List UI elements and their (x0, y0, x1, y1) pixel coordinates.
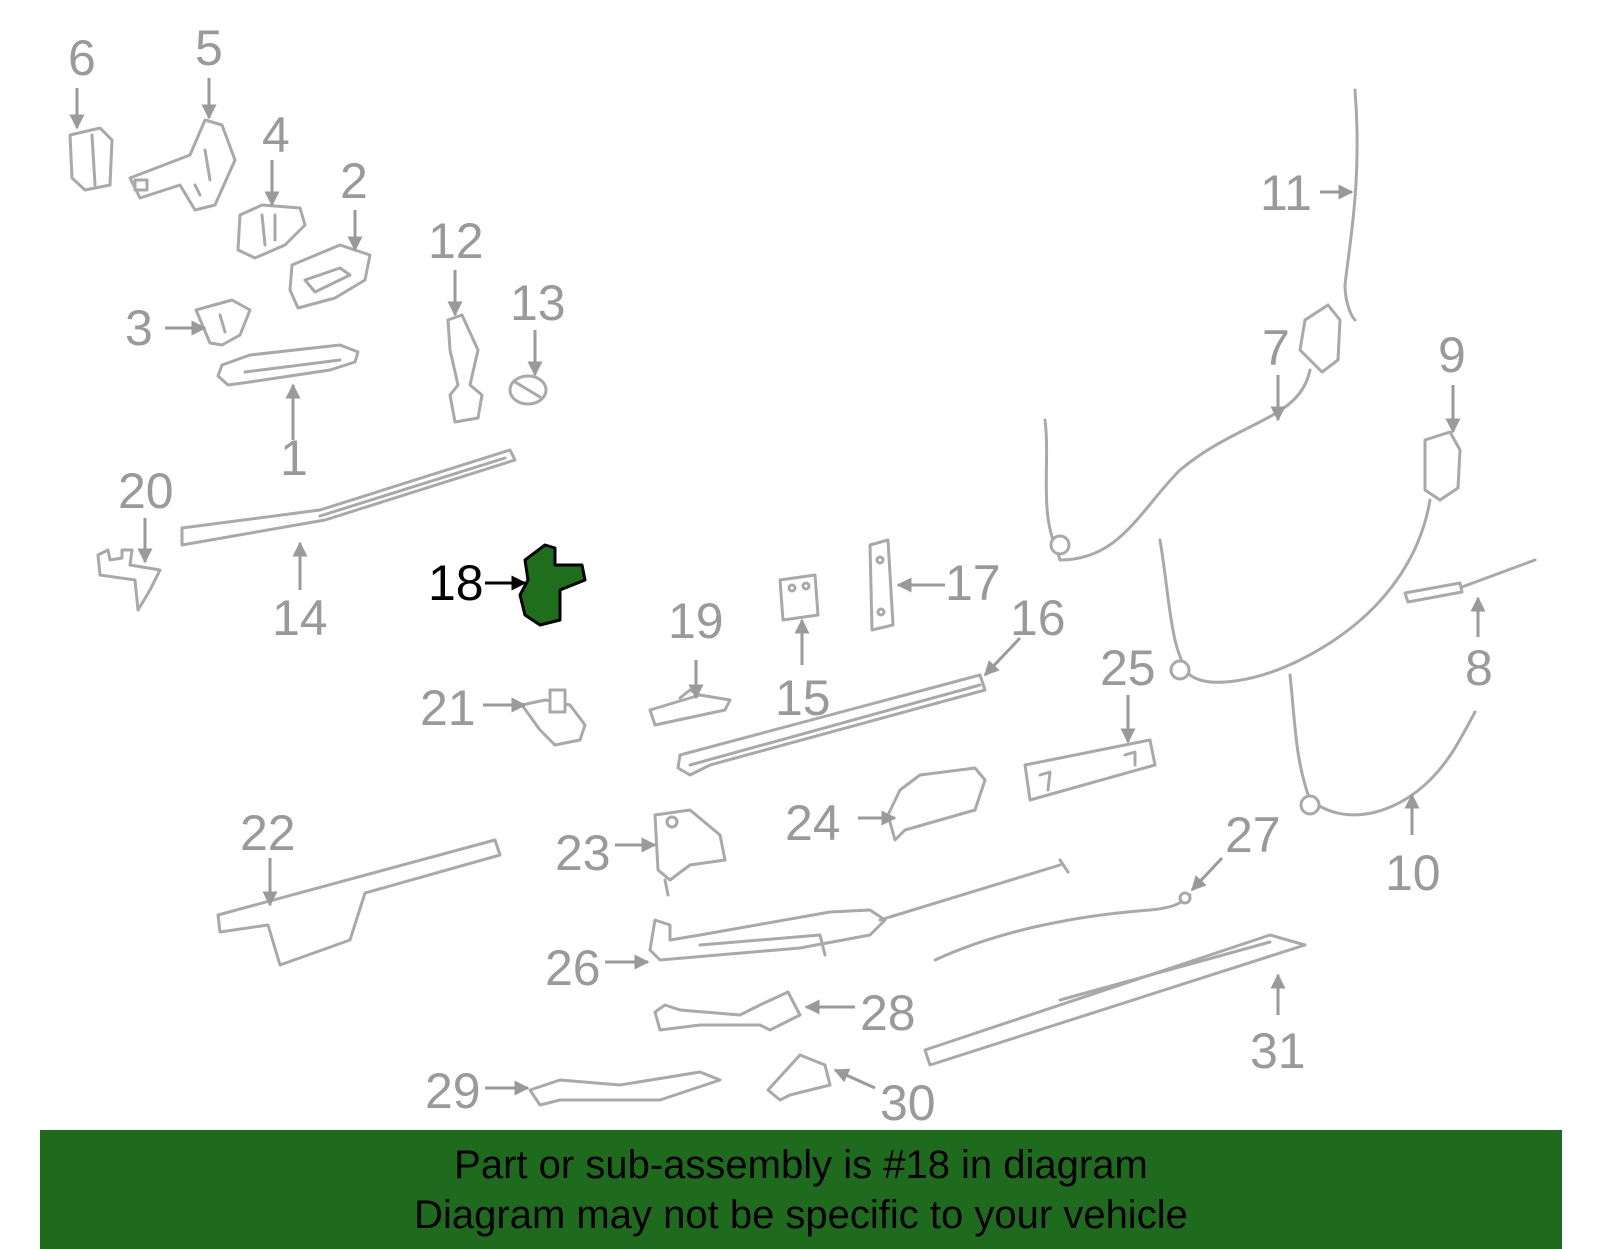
callout-25: 25 (1100, 640, 1156, 696)
callout-3: 3 (125, 300, 153, 356)
part-29-drawing (528, 1070, 722, 1107)
part-23-drawing (653, 808, 727, 897)
info-banner: Part or sub-assembly is #18 in diagram D… (40, 1130, 1562, 1249)
callout-labels: 1 2 3 4 5 6 7 8 9 10 11 12 13 14 15 16 1… (68, 20, 1493, 1130)
part-3-drawing (194, 298, 252, 347)
part-31-drawing (923, 933, 1307, 1067)
callout-16: 16 (1010, 590, 1066, 646)
callout-19: 19 (668, 593, 724, 649)
callout-11: 11 (1260, 165, 1312, 221)
part-13-drawing (508, 374, 548, 406)
parts-diagram: 1 2 3 4 5 6 7 8 9 10 11 12 13 14 15 16 1… (68, 20, 1537, 1130)
leader-lines (69, 78, 1486, 1096)
callout-8: 8 (1465, 640, 1493, 696)
callout-12: 12 (428, 213, 484, 269)
part-17-drawing (868, 538, 895, 632)
part-8-drawing (1403, 558, 1537, 604)
part-1-drawing (216, 343, 360, 387)
callout-20: 20 (118, 463, 174, 519)
part-27-drawing (933, 891, 1192, 962)
part-4-drawing (236, 203, 307, 260)
callout-2: 2 (340, 153, 368, 209)
callout-28: 28 (860, 985, 916, 1041)
banner-disclaimer: Diagram may not be specific to your vehi… (414, 1193, 1188, 1237)
part-28-drawing (653, 990, 802, 1032)
part-11-drawing (1343, 88, 1359, 322)
callout-5: 5 (195, 20, 223, 76)
banner-part-note: Part or sub-assembly is #18 in diagram (454, 1143, 1148, 1187)
part-18-drawing (518, 543, 587, 627)
part-2-drawing (288, 243, 372, 310)
callout-1: 1 (280, 430, 308, 486)
part-19-drawing (648, 688, 732, 727)
part-14-drawing (180, 448, 517, 547)
callout-14: 14 (272, 590, 328, 646)
callout-27: 27 (1225, 807, 1281, 863)
callout-22: 22 (240, 805, 296, 861)
callout-21: 21 (420, 680, 476, 736)
callout-31: 31 (1250, 1023, 1306, 1079)
callout-30: 30 (880, 1075, 936, 1130)
callout-4: 4 (262, 107, 290, 163)
callout-17: 17 (945, 555, 1001, 611)
part-30-drawing (766, 1053, 832, 1102)
part-24-drawing (886, 766, 987, 842)
callout-29: 29 (425, 1063, 481, 1119)
callout-10: 10 (1385, 845, 1441, 901)
callout-26: 26 (545, 940, 601, 996)
part-20-drawing (96, 548, 162, 612)
part-10-drawing (1288, 673, 1477, 817)
callout-6: 6 (68, 30, 96, 86)
callout-13: 13 (510, 275, 566, 331)
part-9-drawing (1158, 430, 1462, 684)
callout-7: 7 (1262, 320, 1290, 376)
part-12-drawing (446, 313, 484, 424)
part-25-drawing (1023, 738, 1157, 802)
callout-9: 9 (1438, 327, 1466, 383)
part-22-drawing (216, 838, 502, 967)
part-5-drawing (128, 118, 237, 212)
callout-24: 24 (785, 795, 841, 851)
part-21-drawing (520, 688, 587, 747)
part-7-drawing (1043, 303, 1342, 562)
part-6-drawing (68, 126, 114, 192)
callout-18: 18 (428, 555, 484, 611)
callout-15: 15 (775, 670, 831, 726)
callout-23: 23 (555, 825, 611, 881)
part-16-drawing (676, 673, 987, 777)
part-26-drawing (648, 858, 1070, 962)
part-15-drawing (778, 573, 820, 622)
